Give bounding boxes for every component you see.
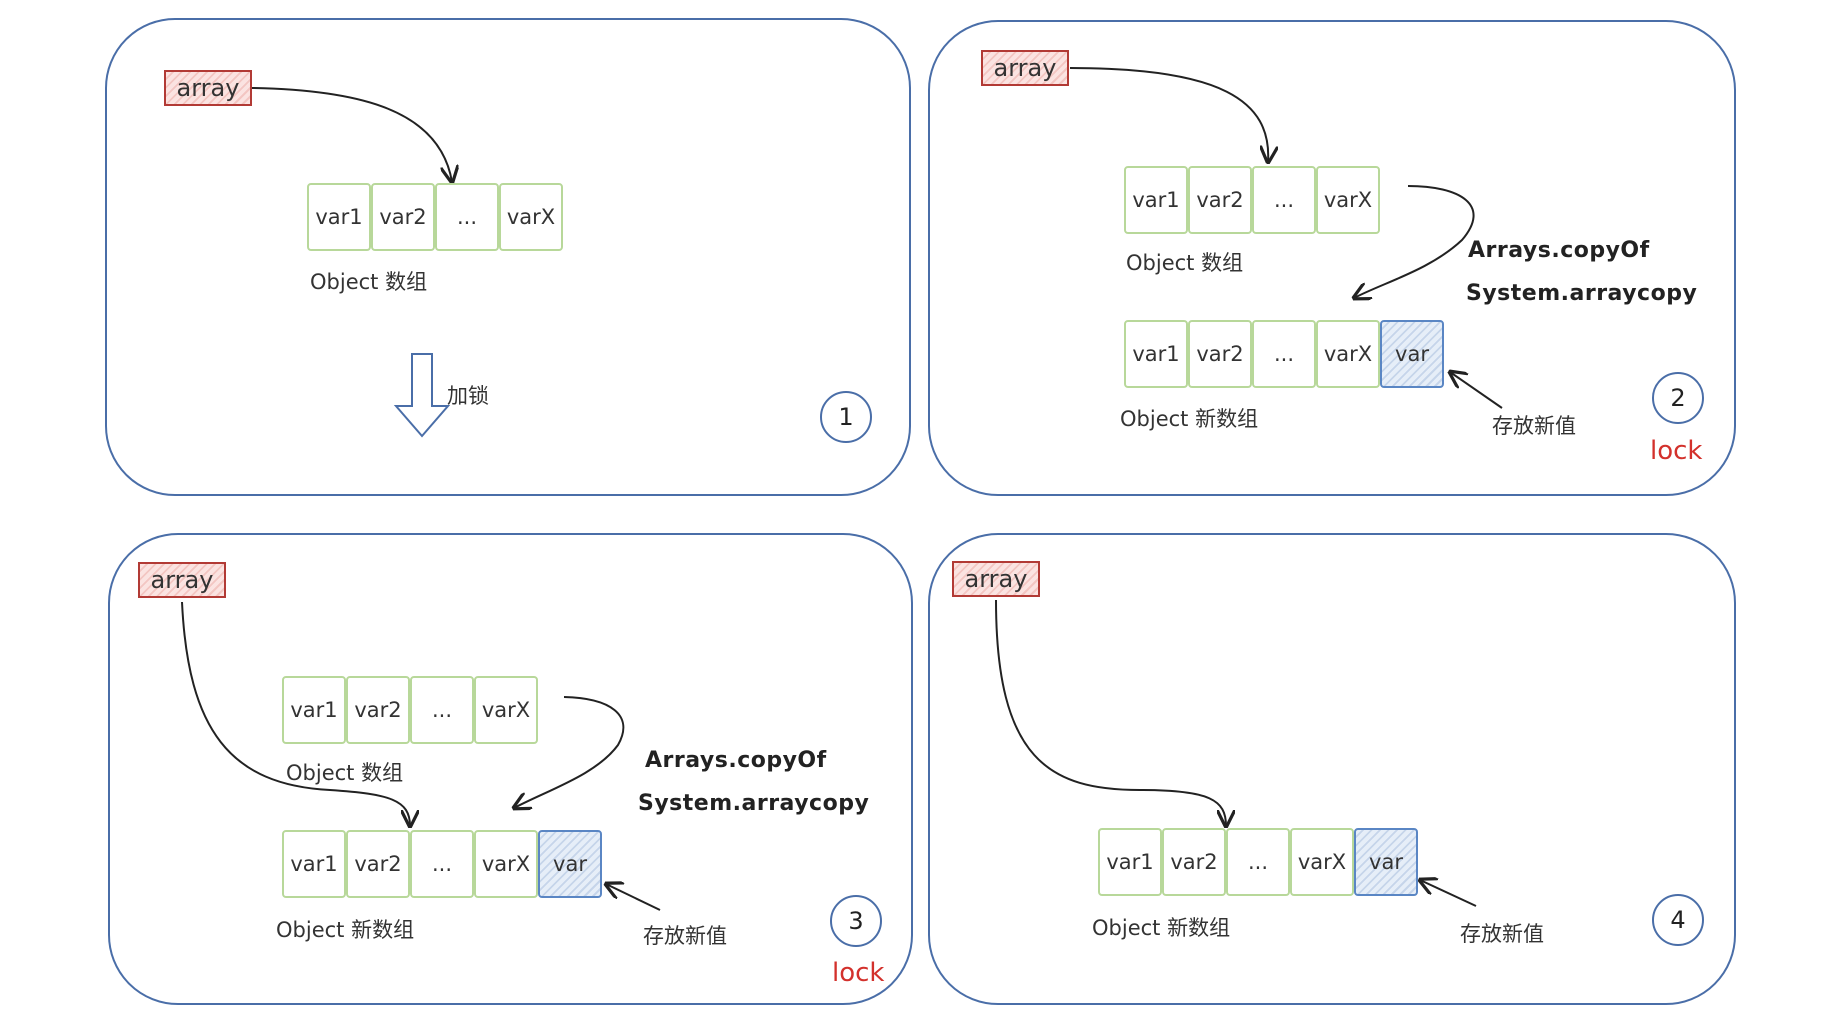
new-value-pointer-3 [606, 884, 661, 911]
new-array-cell: varX [1316, 320, 1380, 388]
step-number-4: 4 [1652, 894, 1704, 946]
new-array-caption: Object 新数组 [1120, 407, 1259, 431]
old-array-caption: Object 数组 [310, 270, 428, 294]
new-value-note: 存放新值 [1492, 414, 1576, 438]
new-value-pointer-2 [1450, 372, 1503, 409]
copy-method-system-arraycopy: System.arraycopy [1466, 281, 1698, 306]
new-array-cell: var1 [1124, 320, 1188, 388]
new-array-cell: varX [474, 830, 538, 898]
old-array-caption: Object 数组 [286, 761, 404, 785]
ref-arrow-3 [181, 601, 410, 826]
new-value-note: 存放新值 [1460, 922, 1544, 946]
copy-arrow-2 [1354, 185, 1475, 298]
new-array-cell: var2 [1188, 320, 1252, 388]
old-array-cell: ... [1252, 166, 1316, 234]
step-number-3: 3 [830, 895, 882, 947]
old-array-cell: var2 [346, 676, 410, 744]
old-array-cell: ... [410, 676, 474, 744]
old-array-cell: var2 [371, 183, 435, 251]
panel-1 [105, 18, 911, 496]
new-value-pointer-4 [1420, 880, 1477, 907]
old-array-cell: varX [474, 676, 538, 744]
panel-2 [928, 20, 1736, 496]
lock-action-label: 加锁 [447, 384, 489, 408]
copy-method-system-arraycopy: System.arraycopy [638, 791, 870, 816]
lock-down-arrow [393, 353, 451, 438]
new-value-cell: var [1380, 320, 1444, 388]
new-array-cell: var2 [1162, 828, 1226, 896]
lock-label-3: lock [832, 958, 885, 988]
ref-arrow-4 [995, 599, 1226, 826]
old-array-caption: Object 数组 [1126, 251, 1244, 275]
old-array-cell: var2 [1188, 166, 1252, 234]
new-array-cell: ... [410, 830, 474, 898]
copy-method-arrays-copyof: Arrays.copyOf [645, 748, 827, 773]
new-value-cell: var [1354, 828, 1418, 896]
new-array-cell: varX [1290, 828, 1354, 896]
copy-method-arrays-copyof: Arrays.copyOf [1468, 238, 1650, 263]
array-reference-2: array [981, 50, 1069, 86]
old-array-cell: varX [499, 183, 563, 251]
step-number-1: 1 [820, 391, 872, 443]
new-array-cell: var1 [282, 830, 346, 898]
copy-arrow-3 [514, 696, 625, 808]
old-array-cell: var1 [282, 676, 346, 744]
new-array-cell: ... [1252, 320, 1316, 388]
old-array-cell: var1 [1124, 166, 1188, 234]
new-array-cell: var1 [1098, 828, 1162, 896]
old-array-cell: varX [1316, 166, 1380, 234]
new-array-caption: Object 新数组 [1092, 916, 1231, 940]
array-reference-3: array [138, 562, 226, 598]
new-array-cell: ... [1226, 828, 1290, 896]
lock-label-2: lock [1650, 436, 1703, 466]
new-value-cell: var [538, 830, 602, 898]
array-reference-4: array [952, 561, 1040, 597]
panel-3 [108, 533, 913, 1005]
new-array-caption: Object 新数组 [276, 918, 415, 942]
ref-arrow-1 [251, 87, 452, 182]
step-number-2: 2 [1652, 372, 1704, 424]
new-value-note: 存放新值 [643, 924, 727, 948]
old-array-cell: var1 [307, 183, 371, 251]
old-array-cell: ... [435, 183, 499, 251]
panel-4 [928, 533, 1736, 1005]
array-reference-1: array [164, 70, 252, 106]
ref-arrow-2 [1069, 67, 1268, 162]
new-array-cell: var2 [346, 830, 410, 898]
